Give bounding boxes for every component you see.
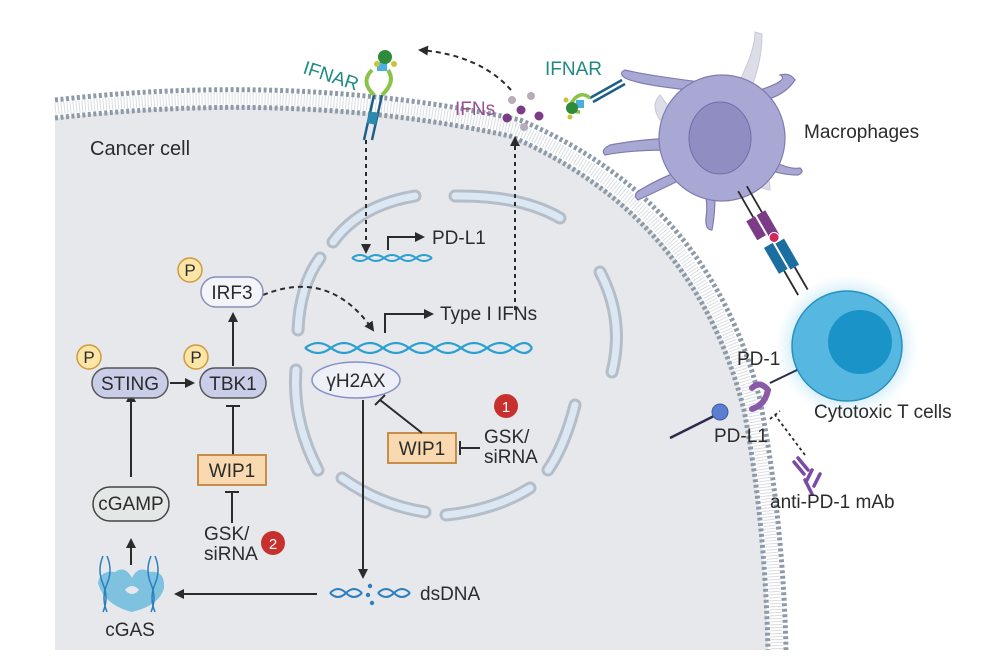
svg-text:TBK1: TBK1 [209, 374, 257, 395]
anti-pd1-antibody-icon [792, 456, 822, 496]
inhibitor-badge-1: 1 [494, 394, 518, 418]
svg-text:cGAMP: cGAMP [98, 494, 163, 515]
cgamp-node: cGAMP [92, 486, 170, 522]
cytotoxic-t-cell [775, 274, 919, 418]
cgas-label: cGAS [105, 620, 155, 641]
nuclear-envelope [289, 189, 623, 522]
pd1-receptor [749, 381, 772, 412]
gsk-sirna-2-line1: GSK/ [204, 524, 250, 545]
yh2ax-node: γH2AX [311, 361, 401, 399]
type1-ifn-transcription-arrow [384, 309, 434, 333]
dsdna-fragment [329, 583, 411, 606]
sting-node: STING [91, 367, 169, 399]
sting-phospho-badge: P [76, 344, 102, 370]
gsk-sirna-2-line2: siRNA [204, 544, 258, 565]
ifnar-receptor-cancer-cell [362, 50, 397, 141]
svg-text:P: P [83, 348, 94, 367]
wip1-nuclear-box: WIP1 [387, 432, 457, 464]
type1-ifn-gene-dna [304, 341, 533, 355]
anti-pd1-mab-label: anti-PD-1 mAb [770, 492, 895, 513]
wip1-inhibits-yh2ax [374, 394, 423, 434]
pdl1-gene-label: PD-L1 [432, 228, 486, 249]
cancer-cell-label: Cancer cell [90, 138, 190, 160]
gsk-sirna-1-line1: GSK/ [484, 427, 530, 448]
tbk1-node: TBK1 [199, 367, 267, 399]
cancer-cell [54, 87, 789, 651]
gsk-inhibits-wip1-nuclear [459, 441, 480, 455]
type1-ifns-label: Type I IFNs [440, 304, 537, 325]
gsk-inhibits-wip1-cyto [225, 491, 239, 523]
irf3-node: IRF3 [200, 276, 264, 308]
pd1-label: PD-1 [737, 349, 780, 370]
ifns-label: IFNs [455, 99, 495, 120]
svg-text:STING: STING [101, 374, 159, 395]
svg-text:IRF3: IRF3 [211, 283, 252, 304]
ifnar-label-right: IFNAR [545, 59, 602, 80]
pd1-receptor-stalk [769, 369, 798, 384]
cytotoxic-t-cells-label: Cytotoxic T cells [814, 402, 952, 423]
ifnar-receptor-macrophage [563, 78, 626, 120]
ifn-to-ifnar-arrow [418, 45, 512, 91]
irf3-phospho-badge: P [177, 257, 203, 283]
svg-text:1: 1 [502, 399, 510, 416]
mab-blocks-pd1 [769, 410, 806, 456]
dsdna-label: dsDNA [420, 584, 481, 605]
cell-membrane-outer [54, 87, 789, 651]
mhc-tcr-complex [737, 185, 809, 296]
svg-text:γH2AX: γH2AX [326, 371, 385, 392]
macrophage [602, 31, 803, 231]
tbk1-phospho-badge: P [183, 344, 209, 370]
pdl1-transcription-arrow [387, 232, 425, 250]
wip1-cytoplasmic-box: WIP1 [197, 454, 267, 486]
cgas-enzyme [98, 555, 165, 613]
inhibitor-badge-2: 2 [261, 531, 285, 555]
pdl1-gene-dna [351, 254, 433, 262]
wip1-inhibits-tbk1 [226, 405, 240, 455]
irf3-to-nucleus-arrow [262, 285, 375, 332]
macrophages-label: Macrophages [804, 122, 919, 143]
svg-text:P: P [184, 261, 195, 280]
svg-text:WIP1: WIP1 [209, 461, 255, 482]
svg-text:WIP1: WIP1 [399, 439, 445, 460]
svg-text:P: P [190, 348, 201, 367]
pdl1-surface-label: PD-L1 [714, 426, 768, 447]
svg-text:2: 2 [269, 536, 277, 553]
ifn-molecules [502, 92, 544, 131]
pdl1-surface-protein [711, 403, 729, 421]
gsk-sirna-1-line2: siRNA [484, 447, 538, 468]
cell-membrane-inner [54, 104, 771, 651]
